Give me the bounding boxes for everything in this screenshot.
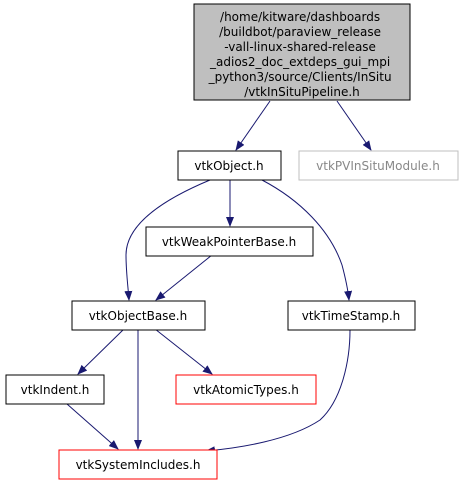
root-line-4: _adios2_doc_extdeps_gui_mpi — [209, 55, 390, 69]
edge-time-stamp-to-system-includes — [205, 329, 351, 455]
node-root-box — [193, 3, 411, 101]
node-vtk-weak-pointer-base-label: vtkWeakPointerBase.h — [162, 235, 296, 249]
edge-root-to-vtk-object — [235, 100, 271, 151]
edge-vtk-object-to-time-stamp — [261, 179, 353, 301]
edges — [66, 100, 372, 455]
node-vtk-weak-pointer-base[interactable]: vtkWeakPointerBase.h — [145, 226, 314, 257]
edge-object-base-to-indent — [77, 328, 125, 375]
node-vtk-time-stamp[interactable]: vtkTimeStamp.h — [287, 300, 416, 331]
node-vtk-system-includes[interactable]: vtkSystemIncludes.h — [58, 449, 218, 480]
edge-object-base-to-atomic-types — [154, 328, 213, 375]
node-vtk-pv-insitu-module-label: vtkPVInSituModule.h — [316, 159, 440, 173]
edge-indent-to-system-includes — [66, 403, 119, 450]
root-line-5: _python3/source/Clients/InSitu — [208, 70, 392, 84]
node-vtk-object-base-label: vtkObjectBase.h — [89, 309, 187, 323]
root-line-3: -vall-linux-shared-release — [224, 40, 376, 54]
edge-weak-pointer-base-to-object-base — [155, 254, 213, 301]
node-vtk-indent-label: vtkIndent.h — [21, 383, 90, 397]
node-vtk-time-stamp-label: vtkTimeStamp.h — [302, 309, 401, 323]
node-vtk-atomic-types[interactable]: vtkAtomicTypes.h — [175, 374, 317, 405]
node-vtk-atomic-types-label: vtkAtomicTypes.h — [193, 383, 299, 397]
node-root-label: /home/kitware/dashboards /buildbot/parav… — [208, 10, 396, 99]
root-line-6: /vtkInSituPipeline.h — [244, 85, 360, 99]
edge-vtk-object-to-object-base — [124, 179, 211, 301]
root-line-2: /buildbot/paraview_release — [219, 25, 381, 39]
node-vtk-pv-insitu-module: vtkPVInSituModule.h — [298, 150, 459, 181]
node-vtk-system-includes-label: vtkSystemIncludes.h — [76, 458, 201, 472]
edge-root-to-vtk-pv-insitu-module — [336, 100, 372, 151]
root-line-1: /home/kitware/dashboards — [220, 10, 380, 24]
node-root-file: /home/kitware/dashboards /buildbot/parav… — [193, 3, 411, 101]
node-vtk-object-label: vtkObject.h — [194, 159, 263, 173]
node-vtk-indent[interactable]: vtkIndent.h — [5, 374, 105, 405]
node-vtk-object-base[interactable]: vtkObjectBase.h — [71, 300, 206, 331]
node-vtk-object[interactable]: vtkObject.h — [177, 150, 282, 181]
